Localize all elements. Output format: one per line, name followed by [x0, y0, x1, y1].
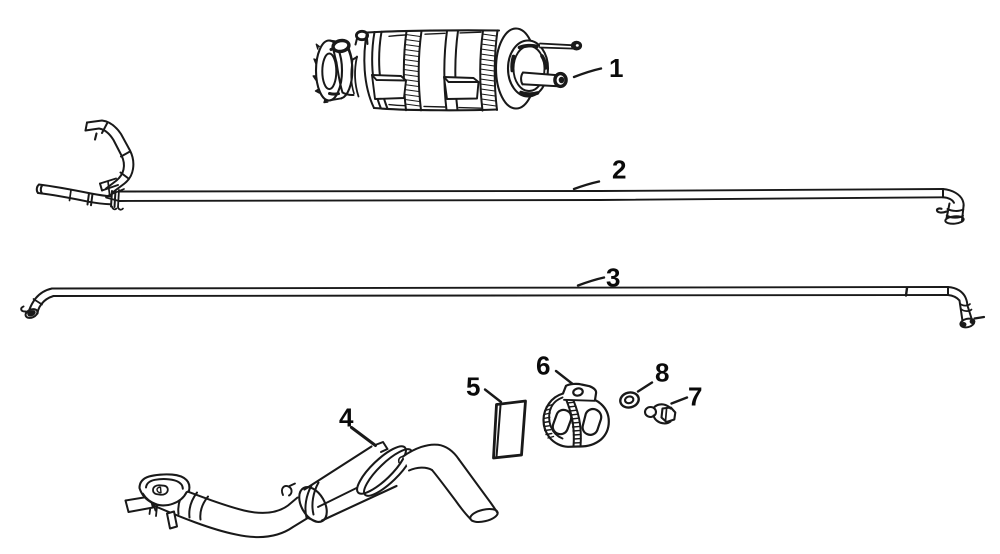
svg-text:4: 4	[339, 403, 354, 433]
svg-text:5: 5	[466, 372, 480, 402]
svg-text:1: 1	[609, 53, 623, 83]
svg-text:2: 2	[612, 155, 626, 185]
svg-text:8: 8	[655, 358, 669, 388]
svg-text:3: 3	[606, 263, 620, 293]
svg-text:7: 7	[688, 382, 702, 412]
svg-text:6: 6	[536, 351, 550, 381]
